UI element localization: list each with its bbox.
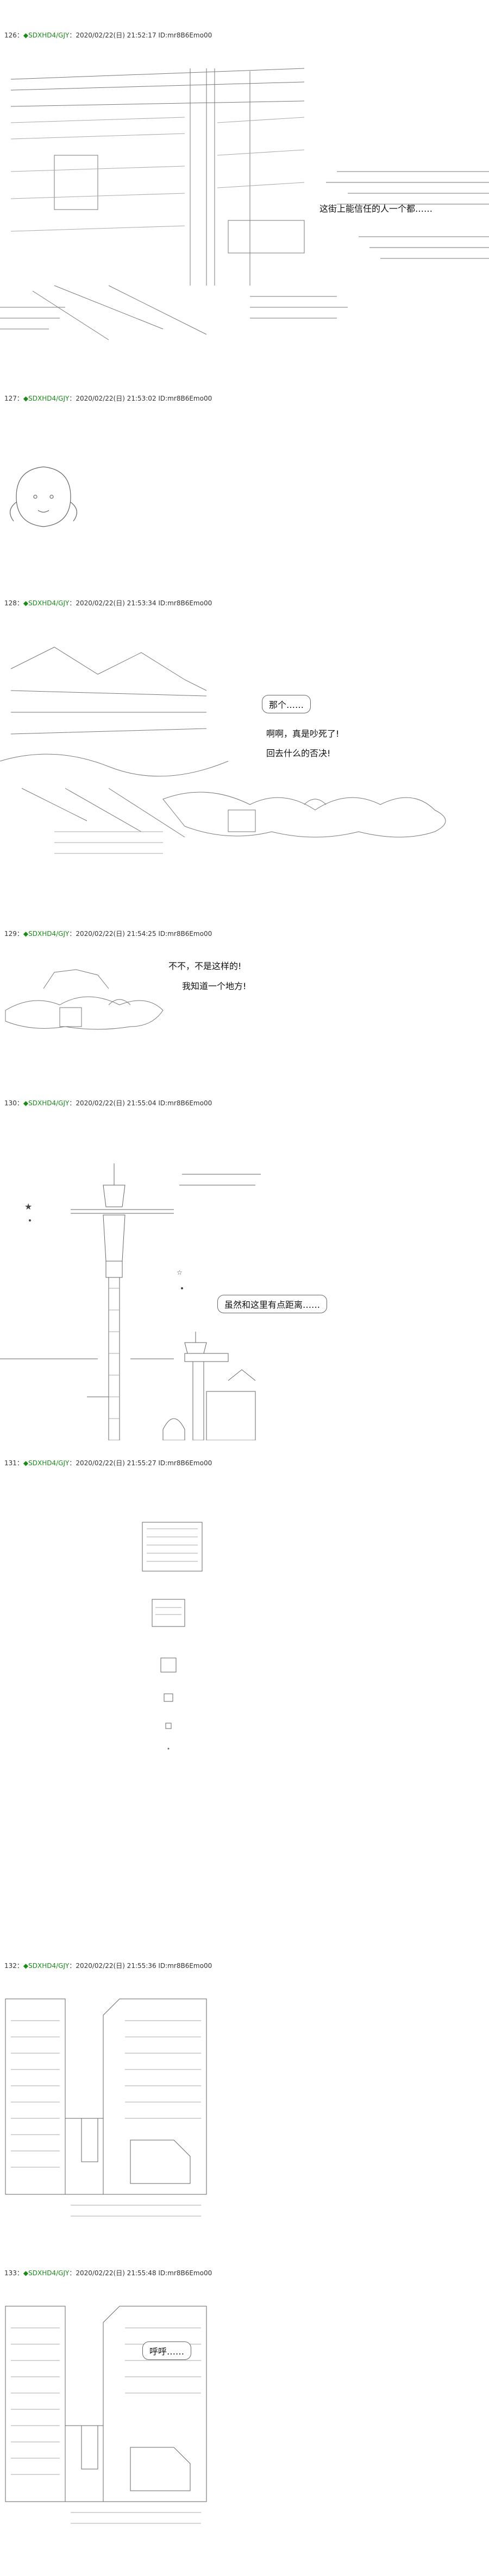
- ascii-art-clock-tower: ★ ☆: [0, 1163, 261, 1440]
- post-number: 129: [4, 930, 17, 938]
- post-meta: ：2020/02/22(日) 21:52:17 ID:mr8B6Emo00: [69, 31, 212, 39]
- post-meta: ：2020/02/22(日) 21:53:34 ID:mr8B6Emo00: [69, 599, 212, 607]
- post-number: 130: [4, 1099, 17, 1107]
- post-header: 128：◆SDXHD4/GJY：2020/02/22(日) 21:53:34 I…: [4, 599, 212, 607]
- poster-name: ◆SDXHD4/GJY: [23, 395, 70, 402]
- post-number: 128: [4, 599, 17, 607]
- poster-name: ◆SDXHD4/GJY: [23, 31, 70, 39]
- poster-name: ◆SDXHD4/GJY: [23, 1962, 70, 1970]
- post-header: 131：◆SDXHD4/GJY：2020/02/22(日) 21:55:27 I…: [4, 1459, 212, 1467]
- poster-name: ◆SDXHD4/GJY: [23, 599, 70, 607]
- ascii-art-characters-cloud: [5, 969, 164, 1030]
- dialogue-line: 回去什么的否决!: [266, 748, 331, 758]
- post-meta: ：2020/02/22(日) 21:55:48 ID:mr8B6Emo00: [69, 2269, 212, 2277]
- ascii-art-face: [10, 466, 77, 527]
- post-header: 133：◆SDXHD4/GJY：2020/02/22(日) 21:55:48 I…: [4, 2269, 212, 2277]
- post-128: 128：◆SDXHD4/GJY：2020/02/22(日) 21:53:34 I…: [0, 598, 489, 924]
- post-number: 133: [4, 2269, 17, 2277]
- poster-name: ◆SDXHD4/GJY: [23, 2269, 70, 2277]
- svg-text:☆: ☆: [177, 1269, 183, 1276]
- speech-bubble: 虽然和这里有点距离……: [217, 1295, 328, 1313]
- speech-bubble: 呼呼……: [142, 2341, 192, 2360]
- post-number: 131: [4, 1459, 17, 1467]
- post-133: 133：◆SDXHD4/GJY：2020/02/22(日) 21:55:48 I…: [0, 2268, 489, 2572]
- ascii-art-street-scene: [0, 68, 489, 340]
- post-header: 132：◆SDXHD4/GJY：2020/02/22(日) 21:55:36 I…: [4, 1962, 212, 1970]
- poster-name: ◆SDXHD4/GJY: [23, 930, 70, 938]
- dialogue-line: 啊啊，真是吵死了!: [266, 729, 340, 739]
- post-meta: ：2020/02/22(日) 21:55:27 ID:mr8B6Emo00: [69, 1459, 212, 1467]
- post-meta: ：2020/02/22(日) 21:53:02 ID:mr8B6Emo00: [69, 395, 212, 402]
- post-127: 127：◆SDXHD4/GJY：2020/02/22(日) 21:53:02 I…: [0, 394, 489, 556]
- post-header: 129：◆SDXHD4/GJY：2020/02/22(日) 21:54:25 I…: [4, 930, 212, 938]
- ascii-art-building-interior: [5, 1998, 207, 2217]
- poster-name: ◆SDXHD4/GJY: [23, 1099, 70, 1107]
- dialogue-line: 我知道一个地方!: [182, 981, 247, 991]
- post-number: 126: [4, 31, 17, 39]
- dialogue-line: 这街上能信任的人一个都……: [319, 204, 433, 214]
- post-meta: ：2020/02/22(日) 21:55:04 ID:mr8B6Emo00: [69, 1099, 212, 1107]
- ascii-art-building-interior: [5, 2306, 207, 2524]
- post-header: 130：◆SDXHD4/GJY：2020/02/22(日) 21:55:04 I…: [4, 1099, 212, 1107]
- post-header: 126：◆SDXHD4/GJY：2020/02/22(日) 21:52:17 I…: [4, 31, 212, 39]
- post-meta: ：2020/02/22(日) 21:54:25 ID:mr8B6Emo00: [69, 930, 212, 938]
- speech-bubble: 那个……: [262, 695, 311, 713]
- post-129: 129：◆SDXHD4/GJY：2020/02/22(日) 21:54:25 I…: [0, 929, 489, 1059]
- post-132: 132：◆SDXHD4/GJY：2020/02/22(日) 21:55:36 I…: [0, 1961, 489, 2265]
- post-number: 127: [4, 395, 17, 402]
- poster-name: ◆SDXHD4/GJY: [23, 1459, 70, 1467]
- post-number: 132: [4, 1962, 17, 1970]
- post-header: 127：◆SDXHD4/GJY：2020/02/22(日) 21:53:02 I…: [4, 395, 212, 402]
- svg-text:★: ★: [24, 1201, 32, 1212]
- post-meta: ：2020/02/22(日) 21:55:36 ID:mr8B6Emo00: [69, 1962, 212, 1970]
- post-130: 130：◆SDXHD4/GJY：2020/02/22(日) 21:55:04 I…: [0, 1098, 489, 1446]
- dialogue-line: 不不，不是这样的!: [168, 961, 242, 971]
- ascii-art-character-crowd: [0, 647, 446, 854]
- post-131: 131：◆SDXHD4/GJY：2020/02/22(日) 21:55:27 I…: [0, 1458, 489, 1817]
- post-126: 126：◆SDXHD4/GJY：2020/02/22(日) 21:52:17 I…: [0, 30, 489, 367]
- ascii-art-shrinking-squares: [142, 1522, 203, 1750]
